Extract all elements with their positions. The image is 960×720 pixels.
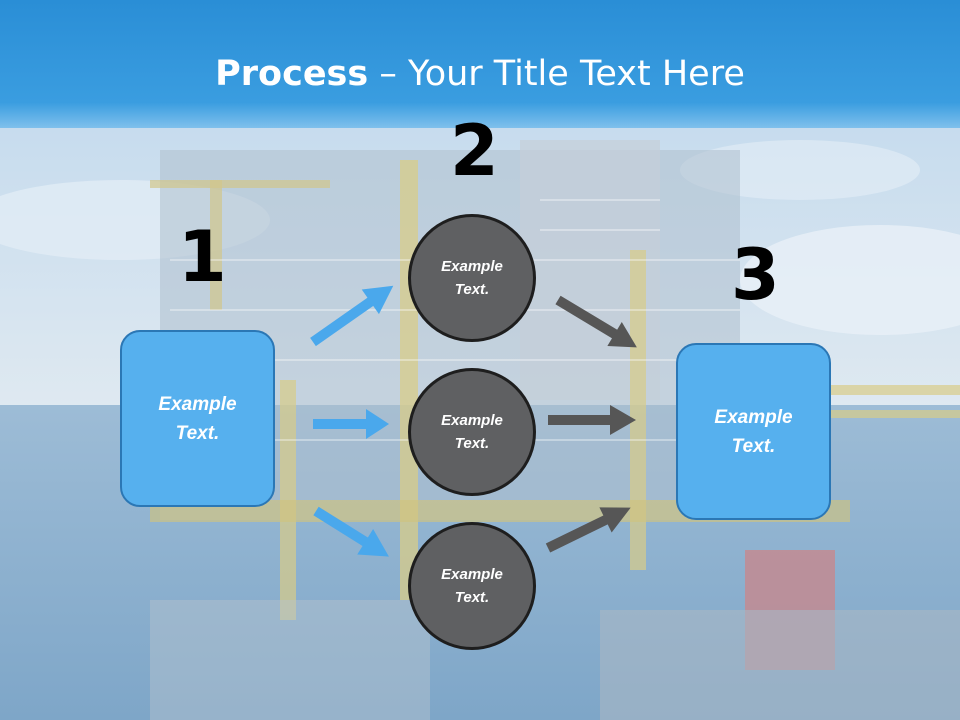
blue-arrow-to-middle — [313, 409, 389, 439]
gray-arrow-from-middle — [548, 405, 636, 435]
circle-top-text: Example Text. — [441, 258, 503, 298]
left-process-box: Example Text. — [120, 330, 275, 507]
title-regular-part: – Your Title Text Here — [368, 54, 745, 94]
slide-title: Process – Your Title Text Here — [0, 52, 960, 96]
circle-bottom-text: Example Text. — [441, 566, 503, 606]
circle-node-bottom: Example Text. — [408, 522, 536, 650]
blue-arrow-to-bottom — [313, 506, 389, 557]
step-number-one: 1 — [178, 216, 227, 298]
right-box-text: Example Text. — [714, 406, 793, 457]
title-bar — [0, 0, 960, 128]
gray-arrow-from-top — [555, 295, 637, 348]
step-number-three: 3 — [731, 234, 780, 316]
blue-arrow-to-top — [310, 285, 394, 347]
left-box-text: Example Text. — [158, 393, 237, 444]
gray-arrow-from-bottom — [545, 507, 631, 553]
right-process-box: Example Text. — [676, 343, 831, 520]
title-bold-part: Process — [215, 54, 369, 94]
step-number-two: 2 — [450, 110, 499, 192]
circle-middle-text: Example Text. — [441, 412, 503, 452]
circle-node-middle: Example Text. — [408, 368, 536, 496]
circle-node-top: Example Text. — [408, 214, 536, 342]
